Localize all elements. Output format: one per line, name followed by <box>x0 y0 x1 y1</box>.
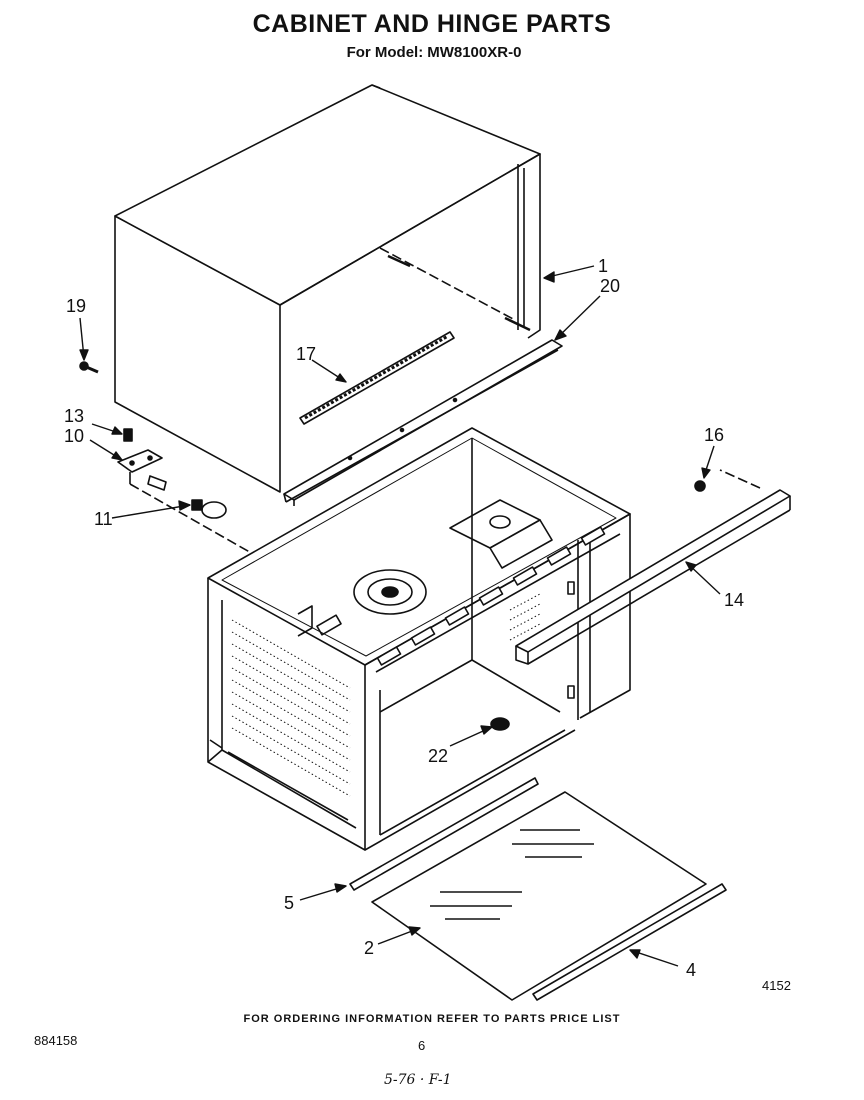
model-label: For Model: <box>346 44 424 61</box>
figure-code: 4152 <box>762 978 791 993</box>
callout-13: 13 <box>64 406 84 426</box>
inner-chassis <box>207 427 631 851</box>
callout-19: 19 <box>66 296 86 316</box>
trim-strip-5 <box>349 777 539 891</box>
callout-11: 11 <box>94 509 113 529</box>
document-number: 884158 <box>34 1033 78 1048</box>
callout-1: 1 <box>598 256 608 276</box>
callout-numbers: 1 2 4 5 10 11 13 14 16 17 19 20 22 <box>64 256 744 980</box>
callout-22: 22 <box>428 746 448 766</box>
callout-5: 5 <box>284 893 294 913</box>
glass-panel <box>371 791 707 1001</box>
handwritten-note: 5-76 · F-1 <box>384 1072 452 1088</box>
bottom-flange <box>283 339 563 506</box>
callout-10: 10 <box>64 426 84 446</box>
model-subtitle: For Model:MW8100XR-0 <box>0 44 864 61</box>
callout-20: 20 <box>600 276 620 296</box>
page-title: CABINET AND HINGE PARTS <box>252 10 612 38</box>
leader-lines <box>79 265 721 967</box>
vent-strip <box>299 331 455 425</box>
callout-17: 17 <box>296 344 316 364</box>
side-rail <box>515 469 791 665</box>
trim-strip-4 <box>532 883 727 1001</box>
callout-16: 16 <box>704 425 724 445</box>
callout-4: 4 <box>686 960 696 980</box>
ordering-note: FOR ORDERING INFORMATION REFER TO PARTS … <box>243 1013 621 1025</box>
outer-cabinet <box>114 84 541 493</box>
screw-19 <box>79 361 99 374</box>
page-number: 6 <box>418 1038 426 1053</box>
model-number: MW8100XR-0 <box>427 44 522 61</box>
callout-2: 2 <box>364 938 374 958</box>
callout-14: 14 <box>724 590 744 610</box>
